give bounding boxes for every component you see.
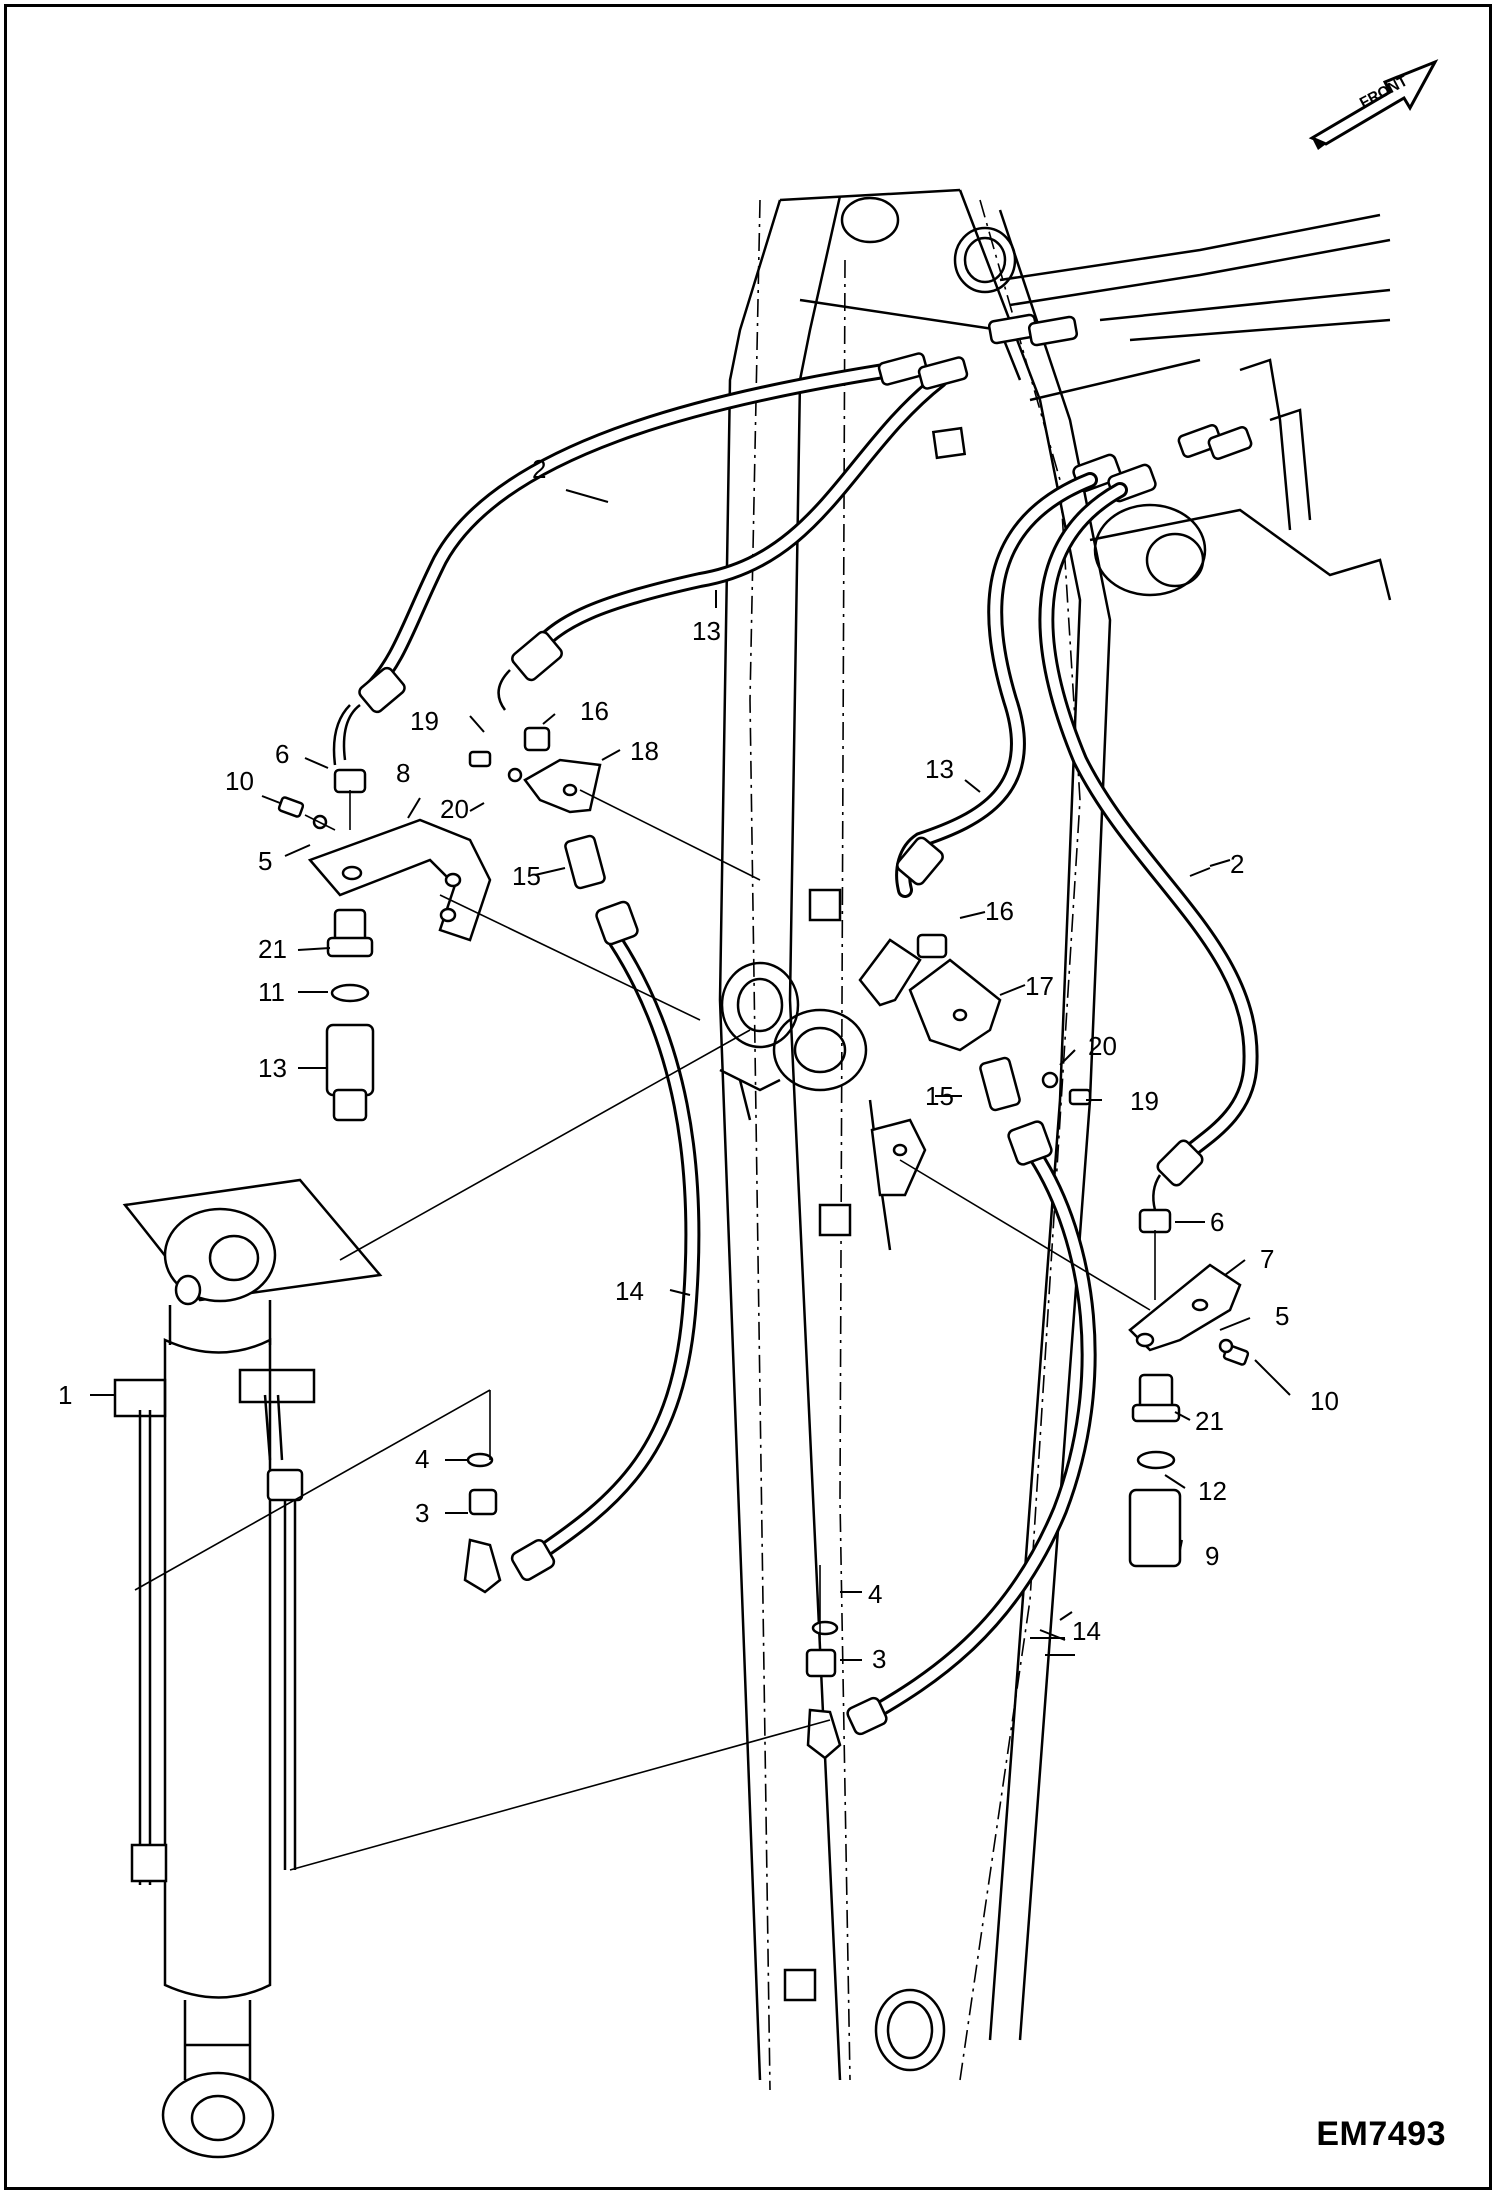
callout-2-left: 2 xyxy=(532,454,546,484)
callout-21-right: 21 xyxy=(1195,1406,1224,1436)
leader-lines xyxy=(90,489,1291,1661)
hose-14-right xyxy=(806,1120,1097,1760)
callout-5-left: 5 xyxy=(258,846,272,876)
callout-19-right: 19 xyxy=(1130,1086,1159,1116)
callout-20-right: 20 xyxy=(1088,1031,1117,1061)
hydraulic-cylinder xyxy=(113,1178,831,2159)
callout-11: 9 xyxy=(1205,1541,1219,1571)
callout-20-left: 20 xyxy=(440,794,469,824)
callout-2-right: 2 xyxy=(1230,849,1244,879)
hose-2-right xyxy=(1038,482,1259,1211)
cylinder-fittings xyxy=(466,1452,839,1678)
callout-5-right: 5 xyxy=(1275,1301,1289,1331)
callout-13-left: 13 xyxy=(692,616,721,646)
callout-19-left: 19 xyxy=(410,706,439,736)
hose-14-left xyxy=(463,900,701,1594)
boom-arm xyxy=(718,188,1392,2091)
callout-labels: 2 13 19 16 18 20 6 10 8 5 15 21 11 13 14… xyxy=(58,454,1339,1674)
hose-fittings-top xyxy=(877,313,1253,503)
callout-18: 18 xyxy=(630,736,659,766)
callout-4-left: 4 xyxy=(415,1444,429,1474)
hose-13-right xyxy=(895,472,1098,898)
drawing-code: EM7493 xyxy=(1316,2115,1446,2153)
callout-17: 17 xyxy=(1025,971,1054,1001)
callout-1: 1 xyxy=(58,1380,72,1410)
left-bracket-18 xyxy=(468,726,606,890)
callout-15-right: 15 xyxy=(925,1081,954,1111)
assembly-lines xyxy=(339,789,1151,1311)
callout-14-left: 14 xyxy=(615,1276,644,1306)
callout-10-left: 11 xyxy=(258,977,285,1007)
hose-2-left xyxy=(332,362,898,766)
callout-21-left: 21 xyxy=(258,934,287,964)
callout-8: 8 xyxy=(396,758,410,788)
callout-3-left: 3 xyxy=(415,1498,429,1528)
callout-15-left: 15 xyxy=(512,861,541,891)
hose-13-left xyxy=(497,372,948,711)
callout-10-right: 12 xyxy=(1198,1476,1227,1506)
right-fitting-stack xyxy=(1128,1208,1250,1568)
callout-6-left: 6 xyxy=(275,739,289,769)
callout-16-right: 16 xyxy=(985,896,1014,926)
callout-4-right: 4 xyxy=(868,1579,882,1609)
front-arrow-icon: FRONT xyxy=(1308,59,1439,150)
callout-6-right: 6 xyxy=(1210,1207,1224,1237)
right-bracket-17 xyxy=(858,933,1092,1197)
callout-13-right: 13 xyxy=(925,754,954,784)
callout-9-left: 10 xyxy=(225,766,254,796)
left-fitting-stack xyxy=(277,768,492,1122)
callout-3-right: 3 xyxy=(872,1644,886,1674)
callout-14-right: 14 xyxy=(1072,1616,1101,1646)
callout-7: 7 xyxy=(1260,1244,1274,1274)
callout-9-right: 10 xyxy=(1310,1386,1339,1416)
callout-12: 13 xyxy=(258,1053,287,1083)
callout-16-left: 16 xyxy=(580,696,609,726)
